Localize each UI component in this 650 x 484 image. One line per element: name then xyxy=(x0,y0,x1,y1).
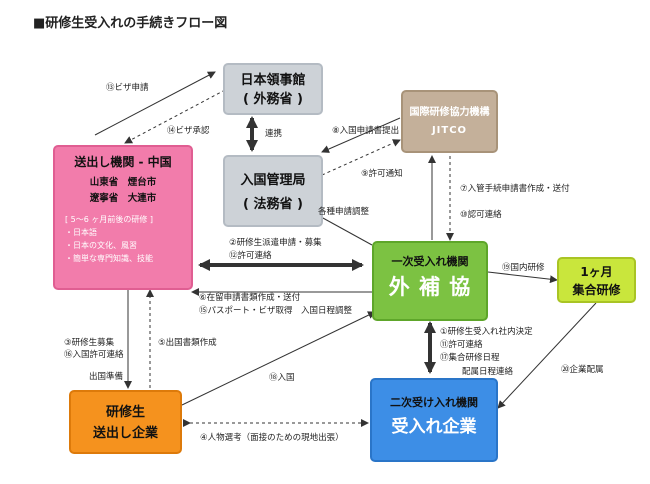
group-training-name: 集合研修 xyxy=(572,283,621,297)
arrow-entry xyxy=(181,311,376,406)
label-liaison: 連携 xyxy=(265,129,283,139)
trainee-company-box: 研修生 送出し企業 xyxy=(69,390,182,454)
label-domestic-training: ⑲国内研修 xyxy=(502,263,545,273)
arrow-domestic-training xyxy=(487,271,558,284)
label-residence-docs: ⑥在留申請書類作成・送付 xyxy=(199,293,301,303)
page-title: ■研修生受入れの手続きフロー図 xyxy=(33,16,228,31)
label-exit-docs: ⑤出国書類作成 xyxy=(158,338,217,348)
sending-org-location-1: 山東省 煙台市 xyxy=(89,177,157,188)
label-company-assignment: ⑳企業配属 xyxy=(561,365,604,375)
secondary-receiving-title: 二次受け入れ機関 xyxy=(390,396,478,409)
label-visa-approval: ⑭ビザ承認 xyxy=(167,126,210,136)
label-recruitment: ③研修生募集 xyxy=(64,338,115,348)
label-entry-application: ⑧入国申請書提出 xyxy=(332,126,400,136)
sending-org-location-2: 遼寧省 大連市 xyxy=(89,193,157,204)
label-internal-decision: ①研修生受入れ社内決定 xyxy=(440,327,533,337)
primary-receiving-name: 外 補 協 xyxy=(388,275,472,299)
sending-org-item: ・簡単な専門知識、技能 xyxy=(65,254,153,263)
arrow-visa-approval xyxy=(124,89,226,144)
consulate-name: 日本領事館 xyxy=(240,73,306,88)
sending-org-training-note: [ 5～6 ヶ月前後の研修 ] xyxy=(65,215,154,224)
consulate-box: 日本領事館 ( 外務省 ) xyxy=(223,63,323,115)
label-departure-prep: 出国準備 xyxy=(89,372,124,382)
jitco-box: 国際研修協力機構 JITCO xyxy=(401,90,498,153)
label-coordination: 各種申請調整 xyxy=(318,207,370,217)
immigration-box: 入国管理局 ( 法務省 ) xyxy=(223,155,323,227)
primary-receiving-box: 一次受入れ機関 外 補 協 xyxy=(372,241,488,321)
jitco-abbr: JITCO xyxy=(431,125,468,136)
group-training-duration: 1ヶ月 xyxy=(580,265,613,279)
secondary-receiving-box: 二次受け入れ機関 受入れ企業 xyxy=(370,378,498,462)
label-dispatch-application: ②研修生派遣申請・募集 xyxy=(229,238,322,248)
sending-org-title: 送出し機関 - 中国 xyxy=(74,155,172,169)
label-visa-application: ⑬ビザ申請 xyxy=(106,83,149,93)
arrow-company-assignment xyxy=(497,302,597,409)
label-group-training-schedule: ⑰集合研修日程 xyxy=(440,353,500,363)
arrow-permission-notice xyxy=(321,139,401,176)
label-passport-visa: ⑮パスポート・ビザ取得 入国日程調整 xyxy=(199,306,353,316)
label-selection: ④人物選考（面接のための現地出張） xyxy=(200,433,344,443)
jitco-name: 国際研修協力機構 xyxy=(409,107,490,118)
sending-org-item: ・日本の文化、風習 xyxy=(65,241,137,250)
label-permission-notice: ⑨許可通知 xyxy=(361,169,403,179)
primary-receiving-title: 一次受入れ機関 xyxy=(391,255,469,268)
sending-organization-box: 送出し機関 - 中国 山東省 煙台市 遼寧省 大連市 [ 5～6 ヶ月前後の研修… xyxy=(53,145,193,290)
immigration-ministry: ( 法務省 ) xyxy=(243,197,303,212)
sending-org-item: ・日本語 xyxy=(65,228,97,237)
label-entry: ⑱入国 xyxy=(269,373,295,383)
label-immigration-docs: ⑦入管手続申請書作成・送付 xyxy=(460,184,570,194)
label-permission-contact-2: ⑪許可連絡 xyxy=(440,340,483,350)
label-approval-contact: ⑩認可連絡 xyxy=(460,210,502,220)
secondary-receiving-name: 受入れ企業 xyxy=(391,417,477,437)
trainee-company-line1: 研修生 xyxy=(105,405,145,420)
label-permission-contact: ⑫許可連絡 xyxy=(229,251,272,261)
label-assignment-schedule: 配属日程連絡 xyxy=(462,367,514,377)
arrow-visa-application xyxy=(94,71,216,136)
group-training-box: 1ヶ月 集合研修 xyxy=(557,257,636,303)
arrow-entry-application xyxy=(321,117,401,153)
label-entry-permit-contact: ⑯入国許可連絡 xyxy=(64,350,124,360)
trainee-company-line2: 送出し企業 xyxy=(92,426,158,441)
consulate-ministry: ( 外務省 ) xyxy=(243,92,303,107)
immigration-name: 入国管理局 xyxy=(240,173,306,188)
